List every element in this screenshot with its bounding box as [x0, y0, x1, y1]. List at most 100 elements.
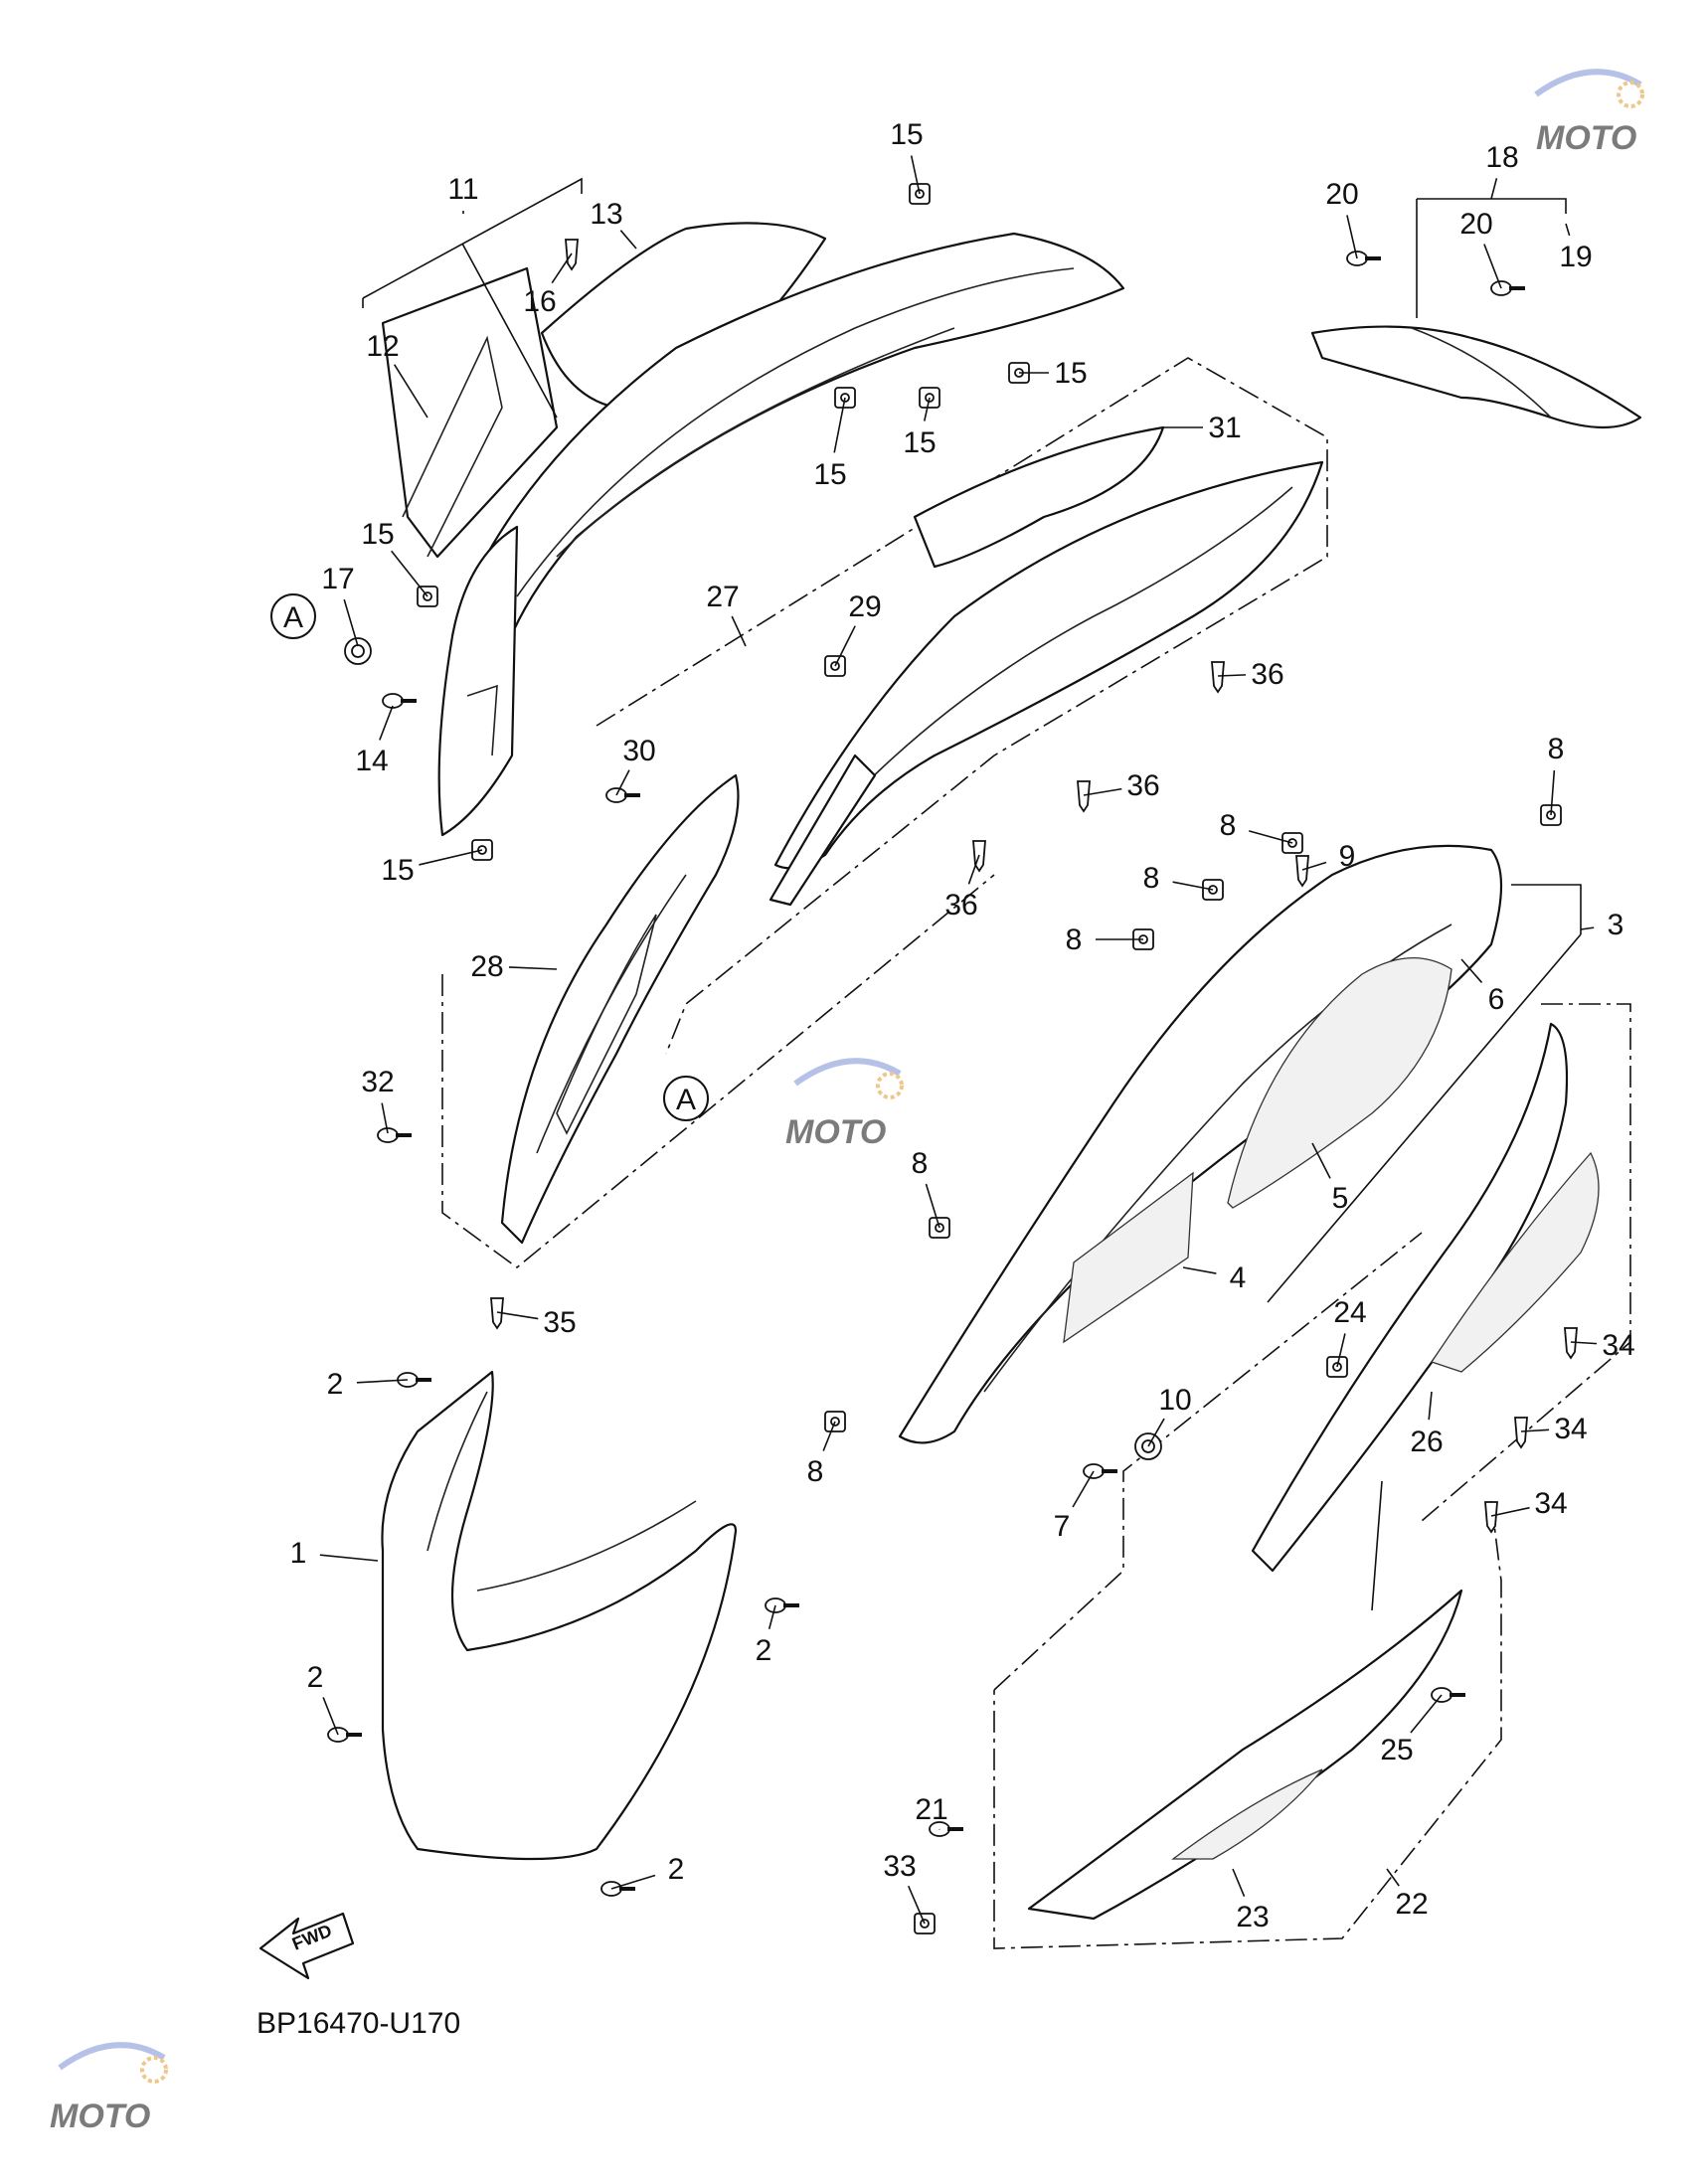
leader-line — [1387, 1869, 1399, 1886]
leader-line — [1581, 927, 1594, 929]
callout-c2a: 2 — [327, 1368, 344, 1401]
callout-c26: 26 — [1410, 1426, 1443, 1458]
leader-line — [509, 967, 557, 969]
callout-c7: 7 — [1054, 1510, 1071, 1543]
leader-line — [732, 616, 746, 646]
callout-c34c: 34 — [1534, 1487, 1567, 1520]
drawing-code: BP16470-U170 — [256, 2007, 460, 2040]
callout-c8f: 8 — [807, 1455, 824, 1488]
front-lower-cover — [382, 1372, 736, 1859]
pin-fastener — [1296, 856, 1308, 886]
screw-fastener — [606, 788, 640, 802]
leader-line — [497, 1312, 538, 1319]
leader-line — [611, 1875, 655, 1889]
callout-c19: 19 — [1559, 241, 1592, 273]
leader-line — [620, 231, 636, 249]
callout-c25: 25 — [1380, 1734, 1413, 1766]
leader-line — [1218, 675, 1246, 676]
callout-c13: 13 — [590, 198, 622, 231]
callout-c20a: 20 — [1325, 178, 1358, 211]
callout-c5: 5 — [1332, 1182, 1349, 1215]
callout-c20b: 20 — [1459, 208, 1492, 241]
callout-c16: 16 — [523, 285, 556, 318]
fwd-arrow: FWD — [260, 1914, 353, 1978]
stay-29-bracket — [770, 756, 875, 905]
screw-fastener — [601, 1882, 635, 1896]
leader-line — [552, 253, 572, 283]
leader-line — [1073, 1471, 1094, 1507]
watermark-text: MOTO — [785, 1113, 886, 1151]
callout-c8c: 8 — [1143, 862, 1160, 895]
leader-line — [1183, 1267, 1216, 1273]
callout-c1: 1 — [290, 1537, 307, 1570]
callout-c22: 22 — [1395, 1888, 1428, 1921]
side-cover-small — [502, 775, 739, 1243]
leader-line — [320, 1555, 378, 1561]
screw-fastener — [328, 1728, 362, 1742]
leader-line — [1566, 224, 1570, 236]
callout-c30: 30 — [622, 735, 655, 767]
callout-c8d: 8 — [1066, 924, 1083, 956]
side-cover-upper — [775, 462, 1322, 868]
callout-c8e: 8 — [912, 1147, 929, 1180]
callout-c34a: 34 — [1602, 1329, 1634, 1362]
pin-fastener — [1212, 662, 1224, 692]
watermark-bottom-left: MOTO — [50, 2045, 166, 2135]
rear-grip-18 — [1312, 327, 1640, 427]
callout-c27: 27 — [706, 581, 739, 613]
callout-c15c: 15 — [903, 426, 936, 459]
callout-c33: 33 — [883, 1850, 916, 1883]
pin-fastener — [1515, 1418, 1527, 1447]
callout-c6: 6 — [1488, 983, 1505, 1016]
callout-c31: 31 — [1208, 412, 1241, 444]
callout-c2c: 2 — [756, 1634, 772, 1667]
screw-fastener — [1491, 281, 1525, 295]
callout-c15e: 15 — [361, 518, 394, 551]
callout-c36a: 36 — [1251, 658, 1283, 691]
callout-c14: 14 — [355, 745, 388, 777]
leader-line — [1484, 245, 1501, 288]
callout-c12: 12 — [366, 330, 399, 363]
leg-shield-1 — [382, 1372, 736, 1859]
watermark-text: MOTO — [1536, 119, 1636, 157]
callout-c11: 11 — [447, 173, 478, 206]
side-panel-upper — [770, 427, 1322, 905]
callout-c29: 29 — [848, 590, 881, 623]
leader-line — [1429, 1392, 1432, 1420]
leader-line — [380, 706, 393, 740]
callout-c32: 32 — [361, 1066, 394, 1098]
callout-c4: 4 — [1230, 1261, 1247, 1294]
callout-c15b: 15 — [1054, 357, 1087, 390]
callout-c10: 10 — [1158, 1384, 1191, 1417]
callout-c24: 24 — [1333, 1296, 1366, 1329]
side-cover-28 — [502, 775, 739, 1243]
callout-c15f: 15 — [381, 854, 414, 887]
ref-marker-label: A — [676, 1084, 696, 1116]
screw-fastener — [378, 1128, 412, 1142]
callout-c34b: 34 — [1554, 1413, 1587, 1445]
callout-c2b: 2 — [307, 1661, 324, 1694]
callout-c21: 21 — [915, 1793, 947, 1826]
callout-c23: 23 — [1236, 1901, 1269, 1933]
callout-c15d: 15 — [813, 458, 846, 491]
pin-fastener — [1485, 1502, 1497, 1532]
callout-c2d: 2 — [668, 1853, 685, 1886]
callout-c28: 28 — [470, 950, 503, 983]
watermark-text: MOTO — [50, 2098, 150, 2135]
callout-c36c: 36 — [944, 889, 977, 922]
pin-fastener — [1078, 781, 1090, 811]
callout-c9: 9 — [1339, 840, 1356, 873]
callout-c35: 35 — [543, 1306, 576, 1339]
callout-c8b: 8 — [1220, 809, 1237, 842]
ref-marker-1: A — [271, 594, 315, 638]
screw-fastener — [383, 694, 417, 708]
inner-bracket — [439, 527, 517, 835]
watermark-top-right: MOTO — [1536, 72, 1642, 157]
leader-line — [1411, 1695, 1442, 1733]
callout-c15a: 15 — [890, 118, 923, 151]
callout-c8a: 8 — [1548, 733, 1565, 765]
leader-line — [392, 551, 427, 596]
leader-line — [1233, 1869, 1245, 1897]
